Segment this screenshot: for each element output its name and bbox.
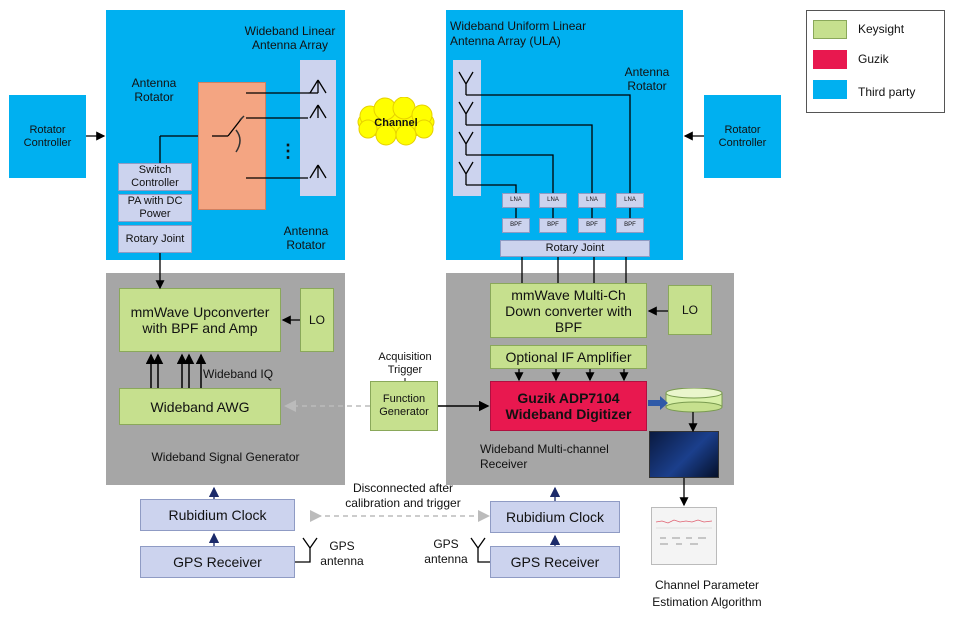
if-amplifier: Optional IF Amplifier: [490, 345, 647, 369]
receiver-title: Wideband Multi-channel Receiver: [480, 442, 609, 471]
lna-4: LNA: [616, 193, 644, 208]
estimation-plot: [655, 519, 713, 545]
rx-rotator-controller: Rotator Controller: [704, 95, 781, 178]
channel-estimation-image: [651, 507, 717, 565]
upconverter: mmWave Upconverter with BPF and Amp: [119, 288, 281, 352]
gps-antenna-right-label: GPS antenna: [424, 537, 468, 566]
bpf-2: BPF: [539, 218, 567, 233]
legend-swatch-third-party: [813, 80, 847, 99]
rubidium-clock-left: Rubidium Clock: [140, 499, 295, 531]
rf-switch-block: [198, 82, 266, 210]
channel-cloud: [357, 97, 435, 146]
database-icon: [665, 388, 723, 413]
legend-label-keysight: Keysight: [858, 22, 905, 36]
tx-antenna-rotator-label-bottom: Antenna Rotator: [283, 224, 329, 252]
bpf-1: BPF: [502, 218, 530, 233]
digitizer: Guzik ADP7104 Wideband Digitizer: [490, 381, 647, 431]
lo-rx: LO: [668, 285, 712, 335]
gps-antenna-left-label: GPS antenna: [320, 539, 364, 568]
tx-array-strip: [300, 60, 336, 196]
tx-rotator-controller: Rotator Controller: [9, 95, 86, 178]
rotary-joint-rx: Rotary Joint: [500, 240, 650, 257]
lo-tx: LO: [300, 288, 334, 352]
gps-receiver-left: GPS Receiver: [140, 546, 295, 578]
legend-label-third-party: Third party: [858, 85, 916, 99]
lna-2: LNA: [539, 193, 567, 208]
channel-parameter-label: Channel Parameter Estimation Algorithm: [652, 578, 762, 609]
legend-swatch-guzik: [813, 50, 847, 69]
lna-3: LNA: [578, 193, 606, 208]
awg: Wideband AWG: [119, 388, 281, 425]
pa-dc-power: PA with DC Power: [118, 194, 192, 222]
rx-antenna-rotator-label: Antenna Rotator: [624, 65, 670, 93]
rx-array-strip: [453, 60, 481, 196]
signal-generator-title: Wideband Signal Generator: [151, 450, 300, 464]
legend-swatch-keysight: [813, 20, 847, 39]
rx-array-title: Wideband Uniform Linear Antenna Array (U…: [450, 19, 587, 48]
disconnected-note: Disconnected after calibration and trigg…: [345, 481, 461, 510]
legend-label-guzik: Guzik: [858, 52, 889, 66]
tx-array-title: Wideband Linear Antenna Array: [244, 24, 336, 52]
downconverter: mmWave Multi-Ch Down converter with BPF: [490, 283, 647, 338]
acquisition-trigger-label: Acquisition Trigger: [378, 351, 432, 376]
wideband-iq-label: Wideband IQ: [203, 367, 274, 381]
rubidium-clock-right: Rubidium Clock: [490, 501, 620, 533]
rotary-joint-tx: Rotary Joint: [118, 225, 192, 253]
function-generator: Function Generator: [370, 381, 438, 431]
bpf-4: BPF: [616, 218, 644, 233]
systemvue-image: [649, 431, 719, 478]
tx-antenna-rotator-label: Antenna Rotator: [131, 76, 177, 104]
channel-label: Channel: [374, 117, 418, 129]
gps-receiver-right: GPS Receiver: [490, 546, 620, 578]
bpf-3: BPF: [578, 218, 606, 233]
lna-1: LNA: [502, 193, 530, 208]
ellipsis: ⋮: [279, 140, 297, 161]
switch-controller: Switch Controller: [118, 163, 192, 191]
